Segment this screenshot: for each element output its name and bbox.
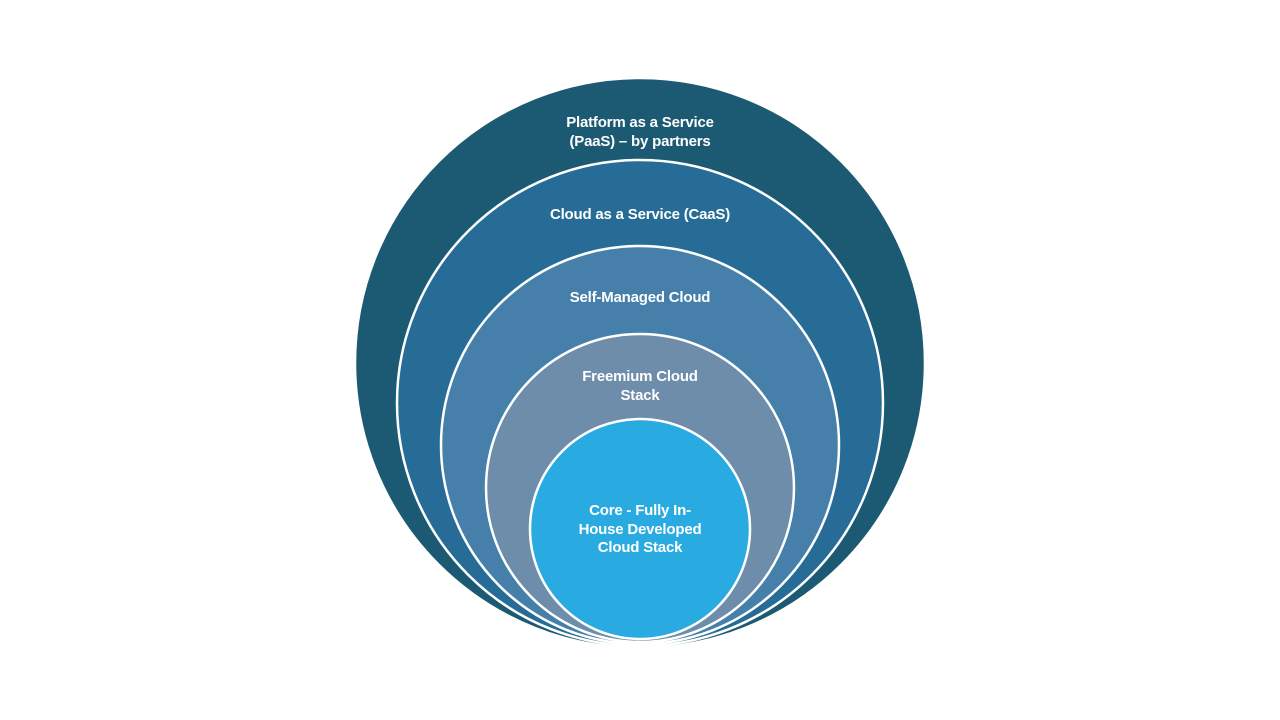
circle-layer-core	[528, 417, 752, 641]
